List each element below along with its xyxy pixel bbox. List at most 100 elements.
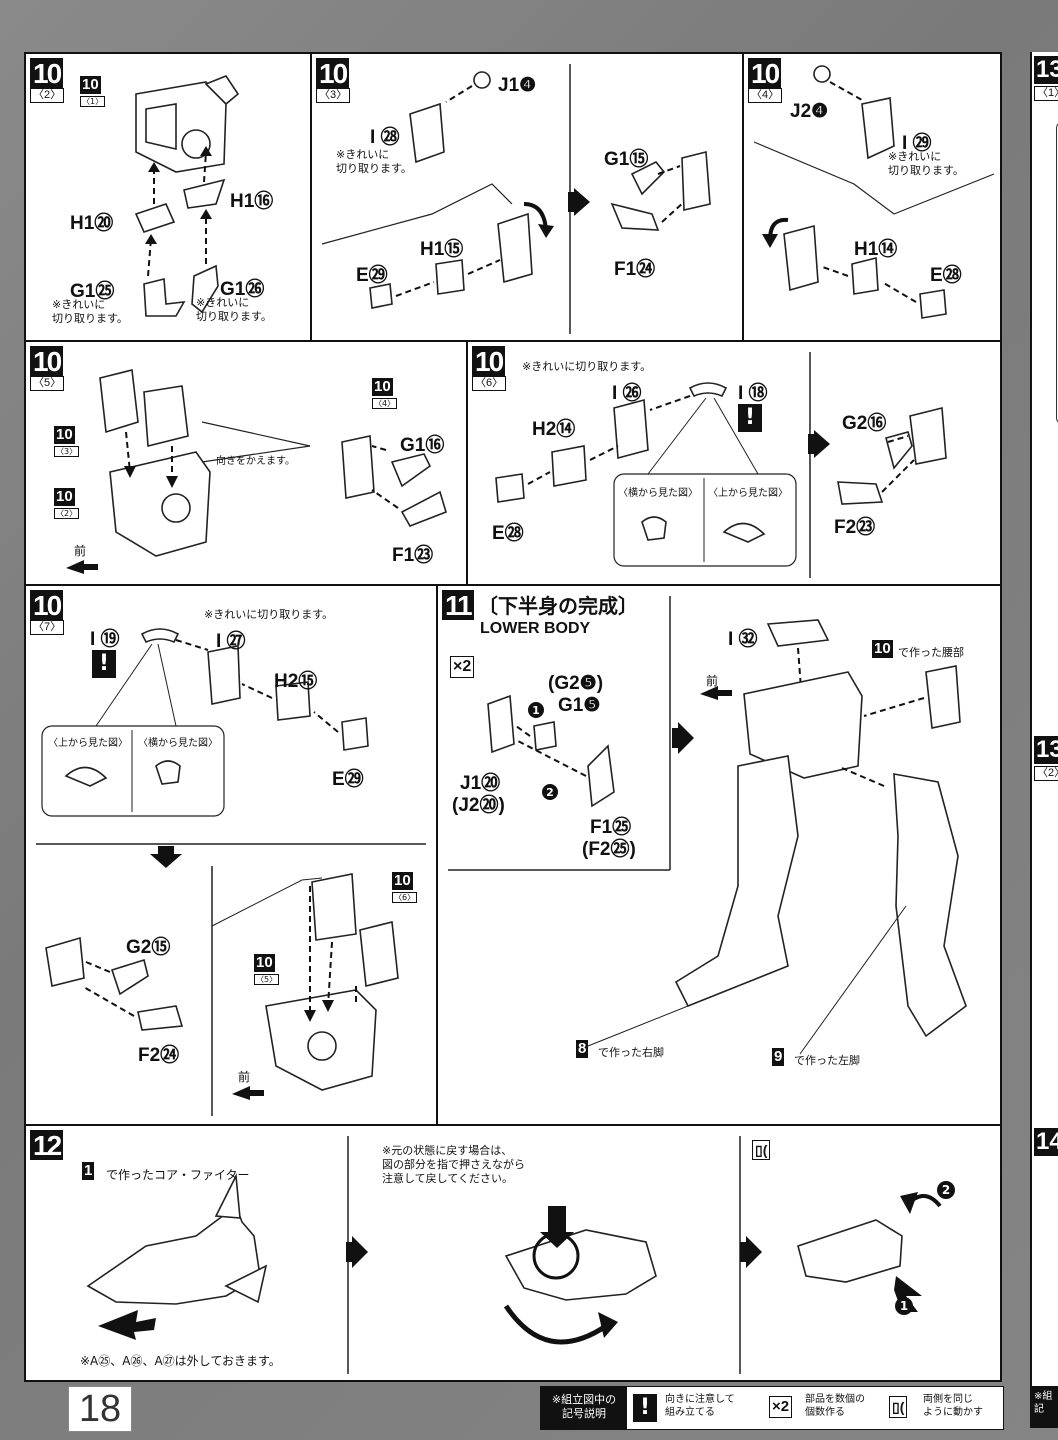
view-label-side: 〈横から見た図〉 [138,738,218,749]
step-10-5-panel: 10 〈5〉 10 〈3〉 10 〈2〉 10 〈4〉 向きをかえます。 [24,340,468,586]
part-label: H1⑮ [420,239,464,260]
ref-step-sub: 〈6〉 [392,892,418,903]
ref-step-number: 10 [254,954,275,972]
remove-note: ※A㉕、A㉖、A㉗は外しておきます。 [80,1354,281,1368]
lower-body-illustration: 1 2 [448,596,967,1055]
step-sub: 〈4〉 [748,88,783,103]
view-label-top: 〈上から見た図〉 [48,738,128,749]
edge-legend: ※組 記 [1032,1386,1058,1428]
ref-step-number: 10 [54,488,75,506]
hip-armor-left-illustration [753,65,995,319]
symbol-legend: ※組立図中の 記号説明 ! 向きに注意して 組み立てる ×2 部品を数個の 個数… [540,1386,1004,1430]
orientation-mark: ! [738,404,762,432]
part-label: E㉘ [930,265,962,286]
view-label-side: 〈横から見た図〉 [618,488,698,499]
hip-armor-right-illustration [495,352,947,578]
ref-step-number: 10 [372,378,393,396]
ref-step-sub: 〈2〉 [54,508,80,519]
part-label: F1㉓ [392,545,434,566]
core-fighter-illustration: 2 1 [86,1136,955,1374]
step-number: 11 [442,590,474,620]
ref-step-number: 8 [576,1040,589,1058]
step-12-panel: 12 1 で作ったコア・ファイター ※元の状態に戻す場合は、 図の部分を指で押さ… [24,1124,1002,1382]
step-number: 10 [30,58,64,88]
core-fighter-note: で作ったコア・ファイター [106,1168,250,1182]
legend-item-move-both: ▯( 両側を同じ ように動かす [889,1391,999,1425]
step-10-6-panel: 10 〈6〉 ※きれいに切り取ります。 ! I ㉖ I ⑱ [466,340,1002,586]
step-sub: 〈5〉 [30,376,65,391]
ref-step-number: 10 [54,426,75,444]
part-label: I ㉜ [728,629,758,650]
step-sub: 〈3〉 [316,88,351,103]
legend-title: ※組立図中の 記号説明 [541,1387,627,1429]
step-10-7-panel: 10 〈7〉 ※きれいに切り取ります。 ! [24,584,438,1126]
part-label: G1❺ [558,695,601,716]
cut-note: ※きれいに切り取ります。 [522,360,652,373]
legend-symbol: ▯( [889,1396,908,1418]
ref-step-sub: 〈3〉 [54,446,80,457]
part-label: I ⑲ [90,629,120,650]
part-label: (G2❺) [548,673,604,694]
front-label: 前 [74,544,87,558]
ref-step-number: 9 [772,1048,785,1066]
step-10-4-panel: 10 〈4〉 J2❹ I ㉙ ※きれいに 切り取ります。 H1⑭ E㉘ [742,52,1002,342]
step-10-3-panel: 10 〈3〉 J1❹ I ㉘ ※きれいに 切り取ります。 H1⑮ [310,52,744,342]
hip-armor-illustration [321,64,711,334]
step-11-panel: 11 〔下半身の完成〕 LOWER BODY ×2 1 2 [436,584,1002,1126]
ref-step-number: 10 [872,640,893,658]
part-label: E㉘ [492,523,524,544]
step-mark-1: 1 [900,1299,908,1313]
left-leg-note: で作った左脚 [794,1054,860,1067]
step-number: 10 [30,590,64,620]
part-label: F2㉔ [138,1045,180,1066]
orientation-mark: ! [92,650,116,678]
step-title-jp: 〔下半身の完成〕 [478,596,638,618]
ref-step-number: 10 [80,76,101,94]
legend-item-quantity: ×2 部品を数個の 個数作る [769,1391,879,1425]
part-label: F1㉔ [614,259,656,280]
cut-note: ※きれいに 切り取ります。 [888,150,964,177]
part-label: H1⑯ [230,191,274,212]
step-number: 10 [316,58,350,88]
part-label: H1⑳ [70,213,114,234]
front-label: 前 [238,1070,251,1084]
edge-step-number: 14 [1034,1128,1058,1156]
symbol-move-both: ▯( [752,1140,771,1160]
legend-item-orientation: ! 向きに注意して 組み立てる [633,1391,753,1425]
part-label: F1㉕ [590,817,632,838]
legend-text: 両側を同じ ように動かす [923,1394,983,1418]
part-label: G1⑮ [604,149,649,170]
part-label: I ㉖ [612,383,642,404]
legend-symbol: ×2 [769,1396,793,1418]
step-number: 10 [748,58,782,88]
edge-step-sub: 〈2〉 [1034,766,1058,781]
step-sub: 〈6〉 [472,376,507,391]
cut-note: ※きれいに 切り取ります。 [196,296,272,323]
cut-note: ※きれいに 切り取ります。 [52,298,128,325]
page-number: 18 [78,1388,122,1430]
part-label: I ⑱ [738,383,768,404]
step-mark-2: 2 [546,786,554,799]
part-label: G2⑯ [842,413,887,434]
ref-step-sub: 〈4〉 [372,398,398,409]
legend-symbol: ! [633,1394,657,1422]
part-label: H1⑭ [854,239,898,260]
ref-step-sub: 〈5〉 [254,974,280,985]
part-label: I ㉗ [216,631,246,652]
step-sub: 〈7〉 [30,620,65,635]
part-label: J2❹ [790,101,829,122]
ref-step-sub: 〈1〉 [80,96,106,107]
step-number: 10 [30,346,64,376]
part-label: G1⑯ [400,435,445,456]
waist-assembly-illustration [134,75,240,317]
step-mark-1: 1 [532,704,540,717]
view-label-top: 〈上から見た図〉 [708,488,788,499]
right-leg-note: で作った右脚 [598,1046,664,1059]
restore-note: ※元の状態に戻す場合は、 図の部分を指で押さえながら 注意して戻してください。 [382,1144,525,1185]
next-page-edge: 13 〈1〉 13 〈2〉 14 ※組 記 [1030,52,1058,1428]
part-label: J1❹ [498,75,537,96]
part-label: H2⑭ [532,419,576,440]
ref-step-number: 1 [82,1162,95,1180]
quantity-mark: ×2 [450,656,475,678]
